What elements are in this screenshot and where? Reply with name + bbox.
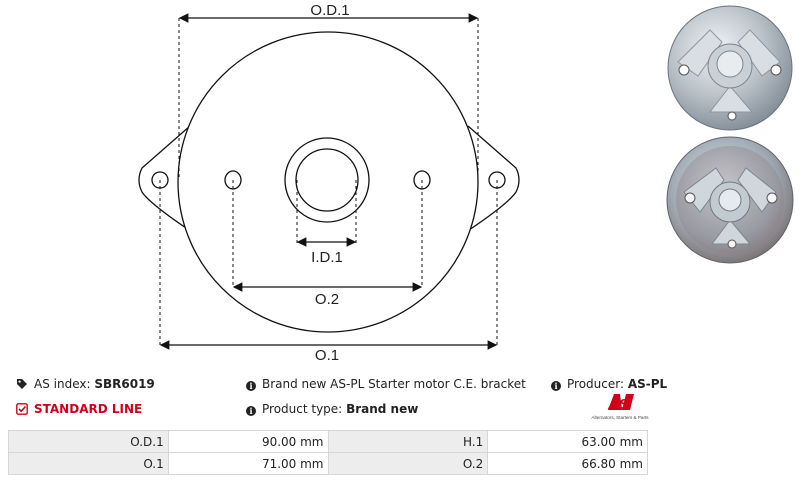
right-mounting-ear (465, 125, 520, 233)
spec-value: 66.80 mm (487, 452, 648, 475)
label-od1: O.D.1 (310, 2, 349, 19)
label-id1: I.D.1 (311, 249, 343, 266)
spec-label: O.2 (327, 452, 489, 475)
product-type-label: Product type: (262, 402, 343, 416)
as-index-value: SBR6019 (94, 377, 155, 391)
spec-value: 90.00 mm (167, 430, 329, 453)
technical-drawing: O.D.1 I.D.1 O.2 O.1 (138, 2, 520, 364)
spec-table: O.D.1 90.00 mm H.1 63.00 mm O.1 71.00 mm… (8, 430, 648, 475)
spec-label: H.1 (327, 430, 489, 453)
product-type: i Product type: Brand new (246, 401, 418, 417)
left-mounting-ear (138, 125, 193, 233)
table-row: O.D.1 90.00 mm H.1 63.00 mm (8, 430, 648, 453)
tag-icon (17, 379, 27, 389)
checkbox-icon (16, 403, 28, 415)
as-index-label: AS index: (34, 377, 91, 391)
standard-line: STANDARD LINE (16, 401, 142, 417)
info-icon: i (551, 381, 561, 391)
logo-tagline: Alternators, Starters & Parts (591, 415, 649, 420)
center-boss-outer (284, 137, 370, 223)
description: i Brand new AS-PL Starter motor C.E. brac… (246, 376, 526, 392)
as-pl-logo: AS Alternators, Starters & Parts (591, 394, 649, 420)
product-photo-back (666, 136, 794, 264)
outer-circle (177, 31, 479, 333)
producer-label: Producer: (567, 377, 625, 391)
info-icon: i (246, 406, 256, 416)
description-text: Brand new AS-PL Starter motor C.E. brack… (262, 377, 526, 391)
spec-value: 63.00 mm (487, 430, 648, 453)
label-o2: O.2 (315, 291, 339, 308)
spec-label: O.1 (8, 452, 169, 475)
standard-line-label: STANDARD LINE (34, 402, 143, 416)
info-icon: i (246, 381, 256, 391)
product-type-value: Brand new (346, 402, 419, 416)
as-index: AS index: SBR6019 (16, 376, 155, 392)
label-o1: O.1 (315, 347, 339, 364)
table-row: O.1 71.00 mm O.2 66.80 mm (8, 452, 648, 475)
center-boss-inner (295, 148, 359, 212)
logo-mark: AS (607, 396, 629, 413)
product-photo-front (667, 5, 793, 131)
spec-label: O.D.1 (8, 430, 169, 453)
spec-value: 71.00 mm (167, 452, 329, 475)
producer-value: AS-PL (627, 377, 668, 391)
producer: i Producer: AS-PL (551, 376, 667, 392)
